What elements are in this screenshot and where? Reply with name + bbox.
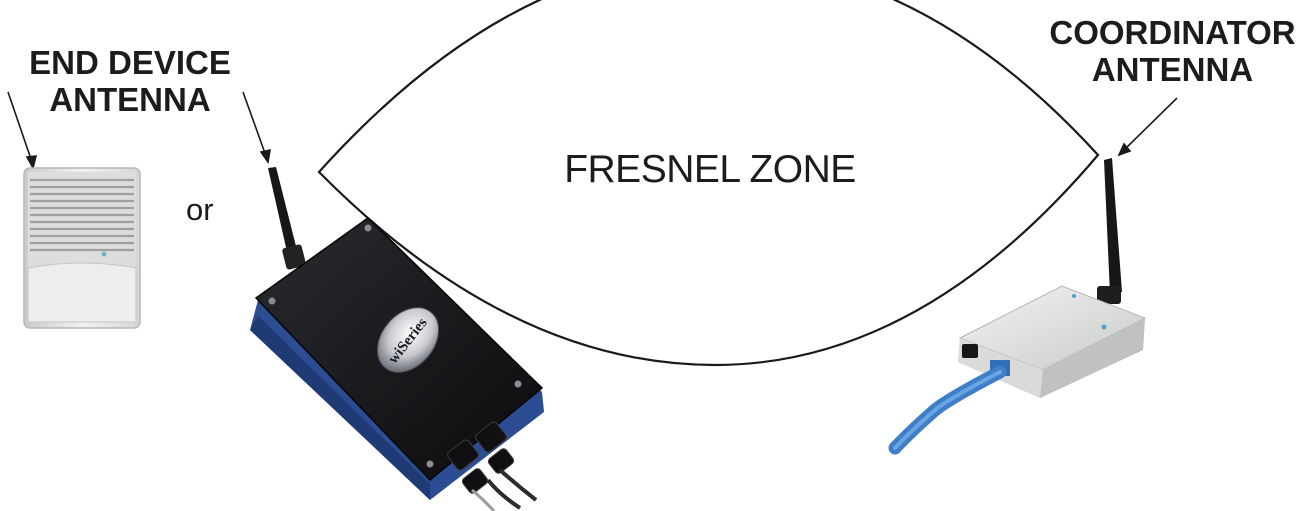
end-device-label-line2: ANTENNA [0, 81, 260, 118]
coordinator-label-line2: ANTENNA [1030, 51, 1315, 88]
end-device-label-line1: END DEVICE [0, 44, 260, 81]
coordinator-device [895, 158, 1145, 448]
or-text: or [186, 192, 214, 228]
fresnel-zone-label: FRESNEL ZONE [520, 148, 900, 192]
end-device-antenna-label: END DEVICE ANTENNA [0, 44, 260, 118]
coordinator-arrow [1119, 98, 1177, 155]
wiseries-enclosure-device: wiSeries [250, 167, 544, 511]
coordinator-antenna-label: COORDINATOR ANTENNA [1030, 14, 1315, 88]
wall-sensor-device [24, 168, 140, 328]
coordinator-label-line1: COORDINATOR [1030, 14, 1315, 51]
